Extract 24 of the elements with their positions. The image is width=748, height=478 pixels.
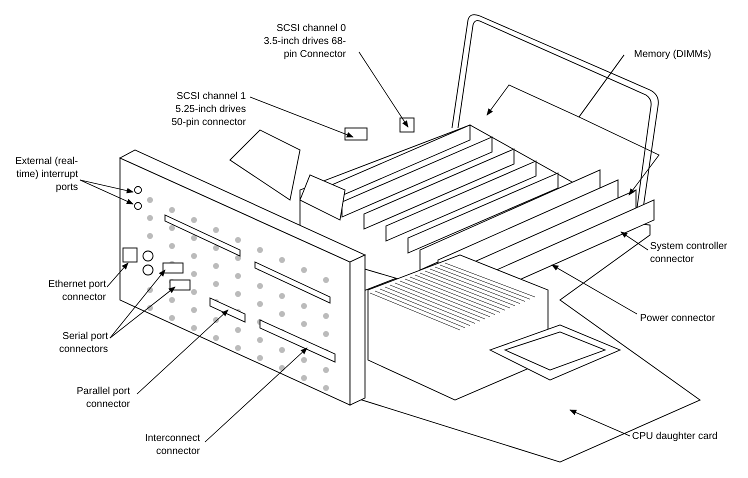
leader-line xyxy=(569,410,630,436)
leader-line xyxy=(80,180,134,194)
callout-label: SCSI channel 1 5.25-inch drives 50-pin connector xyxy=(170,90,246,129)
leader-line xyxy=(80,180,134,204)
leader-line xyxy=(106,262,128,288)
leader-line xyxy=(358,52,408,128)
callout-label: Interconnect connector xyxy=(144,432,200,458)
callout-label: Serial port connectors xyxy=(58,330,108,356)
callout-label: Memory (DIMMs) xyxy=(634,48,712,61)
leader-line xyxy=(204,348,308,442)
callout-label: SCSI channel 0 3.5-inch drives 68-pin Connector xyxy=(262,22,346,61)
callout-label: Parallel port connector xyxy=(76,385,130,411)
leader-line xyxy=(136,310,229,394)
leader-line xyxy=(250,96,354,138)
callout-label: CPU daughter card xyxy=(632,430,719,443)
callout-label: External (real-time) interrupt ports xyxy=(14,155,78,194)
callout-label: System controller connector xyxy=(650,240,728,266)
leader-line xyxy=(110,269,166,338)
leader-line xyxy=(551,264,638,314)
leader-line xyxy=(578,54,660,196)
leader-line xyxy=(110,286,176,338)
callout-label: Power connector xyxy=(640,312,716,325)
callout-label: Ethernet port connector xyxy=(47,278,106,304)
leader-line xyxy=(620,232,648,250)
